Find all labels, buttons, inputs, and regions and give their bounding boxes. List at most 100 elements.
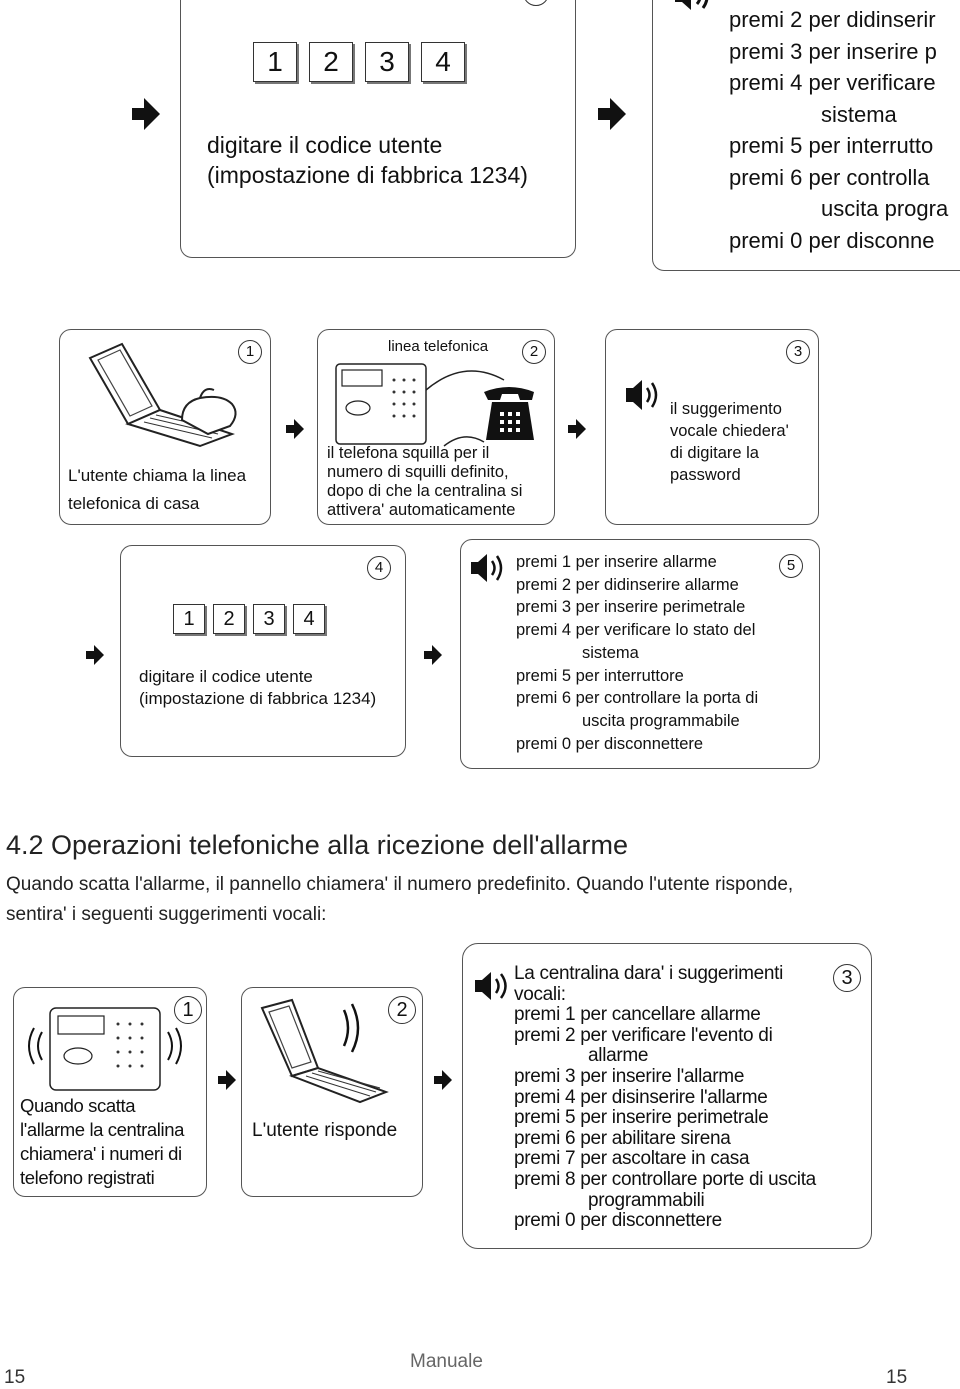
menu-line: premi 0 per disconne [729,227,935,253]
key-4: 4 [293,604,325,634]
menu-line: premi 6 per abilitare sirena [514,1127,731,1149]
menu-line: sistema [582,643,639,662]
flow2-panel-3: 3 La centralina dara' i suggerimenti voc… [462,943,872,1249]
control-panel-phone-icon [335,363,534,447]
caption-line: telefonica di casa [68,494,200,513]
menu-line: premi 4 per verificare lo stato del [516,621,756,640]
key-2: 2 [309,42,353,82]
panel-caption: il telefona squilla per il numero di squ… [327,444,522,520]
panel-caption: L'utente risponde [252,1120,398,1141]
section-paragraph: Quando scatta l'allarme, il pannello chi… [6,874,794,925]
menu-line: uscita progra [821,196,949,221]
speaker-icon [624,378,662,417]
menu-line: premi 5 per interrutto [729,133,934,158]
caption-line: chiamera' i numeri di [20,1143,182,1164]
mobile-phone-ringing-icon [260,998,389,1104]
panel-caption: Quando scatta l'allarme la centralina ch… [20,1094,184,1190]
menu-line: premi 2 per verificare l'evento di [514,1024,773,1046]
alarm-panel-ringing-icon [28,1007,182,1091]
page-number-left: 15 [4,1367,26,1388]
caption-line: l'allarme la centralina [20,1119,184,1140]
menu-line: premi 3 per inserire p [729,38,937,64]
flow2-panel-1: 1 Quando scatta l'allarme la centralina … [13,987,207,1197]
step-number-badge: 3 [833,964,861,992]
step-number-badge: 5 [779,554,803,578]
speaker-icon [473,970,513,1007]
menu-line: premi 2 per didinserir [729,7,936,32]
menu-line: premi 5 per interruttore [516,666,684,685]
flow1-panel-1: 1 L'utente chiama la linea telefonica di… [59,329,271,525]
menu-line: premi 0 per disconnettere [516,734,704,753]
key-2: 2 [213,604,245,634]
phone-line-label: linea telefonica [388,338,489,355]
keypad-digits: 1 2 3 4 [253,42,465,82]
menu-line: premi 5 per inserire perimetrale [514,1107,769,1129]
caption-line: vocale chiedera' [670,422,789,440]
step-number-badge: 4 [367,556,391,580]
panel-caption: il suggerimento vocale chiedera' di digi… [670,398,789,486]
flow1-panel-2: linea telefonica 2 il telefona squilla p… [317,329,555,525]
page-number-right: 15 [886,1367,908,1388]
footer-title: Manuale [410,1351,483,1372]
key-1: 1 [173,604,205,634]
menu-line: premi 2 per didinserire allarme [516,575,739,594]
flow1-panel-3: 3 il suggerimento vocale chiedera' di di… [605,329,819,525]
menu-line: premi 7 per ascoltare in casa [514,1148,750,1170]
key-4: 4 [421,42,465,82]
panel-caption: digitare il codice utente (impostazione … [139,666,376,710]
menu-line: sistema [821,101,897,127]
menu-line: premi 0 per disconnettere [514,1210,722,1232]
menu-line: vocali: [514,983,566,1005]
caption-line: telefono registrati [20,1167,155,1188]
caption-line: digitare il codice utente [139,667,313,686]
step-number-badge: 3 [786,340,810,364]
caption-line: numero di squilli definito, [327,463,509,481]
voice-menu-list: premi 1 per inserire allarme premi 2 per… [516,551,758,755]
panel-caption: L'utente chiama la linea telefonica di c… [68,462,246,518]
menu-line: premi 3 per inserire l'allarme [514,1065,745,1087]
menu-line: allarme [588,1045,649,1067]
step-number-badge: 1 [238,340,262,364]
menu-line: premi 1 per inserire allarme [516,553,717,571]
menu-line: premi 8 per controllare porte di uscita [514,1168,816,1190]
caption-line: digitare il codice utente [207,132,443,158]
flow2-panel-2: 2 L'utente risponde [241,987,423,1197]
menu-line: premi 6 per controlla [729,164,930,190]
panel-caption: digitare il codice utente (impostazione … [207,130,528,190]
section-heading: 4.2 Operazioni telefoniche alla ricezion… [6,830,629,860]
top-panel-4: 1 2 3 4 digitare il codice utente (impos… [180,0,576,258]
caption-line: dopo di che la centralina si [327,482,523,500]
caption-line: (impostazione di fabbrica 1234) [139,689,377,708]
flow1-panel-4: 4 1 2 3 4 digitare il codice utente (imp… [120,545,406,757]
phone-hand-icon [88,342,237,448]
step-number-badge [523,0,549,6]
menu-line: uscita programmabile [582,711,740,730]
flow1-panel-5: 5 premi 1 per inserire allarme premi 2 p… [460,539,820,769]
caption-line: di digitare la [670,444,759,462]
step-number-badge: 2 [388,996,416,1024]
menu-line: premi 4 per verificare [729,70,936,95]
voice-menu-list: premi 2 per didinserir premi 3 per inser… [729,4,948,256]
key-1: 1 [253,42,297,82]
key-3: 3 [253,604,285,634]
menu-line: premi 1 per cancellare allarme [514,1004,761,1026]
menu-line: programmabili [588,1189,705,1211]
speaker-icon [673,0,713,17]
menu-line: premi 6 per controllare la porta di [516,689,759,708]
top-panel-5: premi 2 per didinserir premi 3 per inser… [652,0,960,271]
speaker-icon [469,552,507,589]
menu-line: premi 4 per disinserire l'allarme [514,1086,768,1108]
menu-line: La centralina dara' i suggerimenti [514,963,784,984]
caption-line: il telefona squilla per il [327,444,490,462]
caption-line: il suggerimento [670,400,782,418]
step-number-badge: 2 [522,340,546,364]
caption-line: (impostazione di fabbrica 1234) [207,162,528,188]
key-3: 3 [365,42,409,82]
menu-line: premi 3 per inserire perimetrale [516,598,746,617]
caption-line: Quando scatta [20,1095,136,1116]
keypad-digits: 1 2 3 4 [173,604,325,634]
caption-line: attivera' automaticamente [327,501,516,519]
caption-line: L'utente chiama la linea [68,466,247,485]
voice-menu-list: La centralina dara' i suggerimenti vocal… [514,963,816,1232]
caption-line: password [670,466,741,484]
